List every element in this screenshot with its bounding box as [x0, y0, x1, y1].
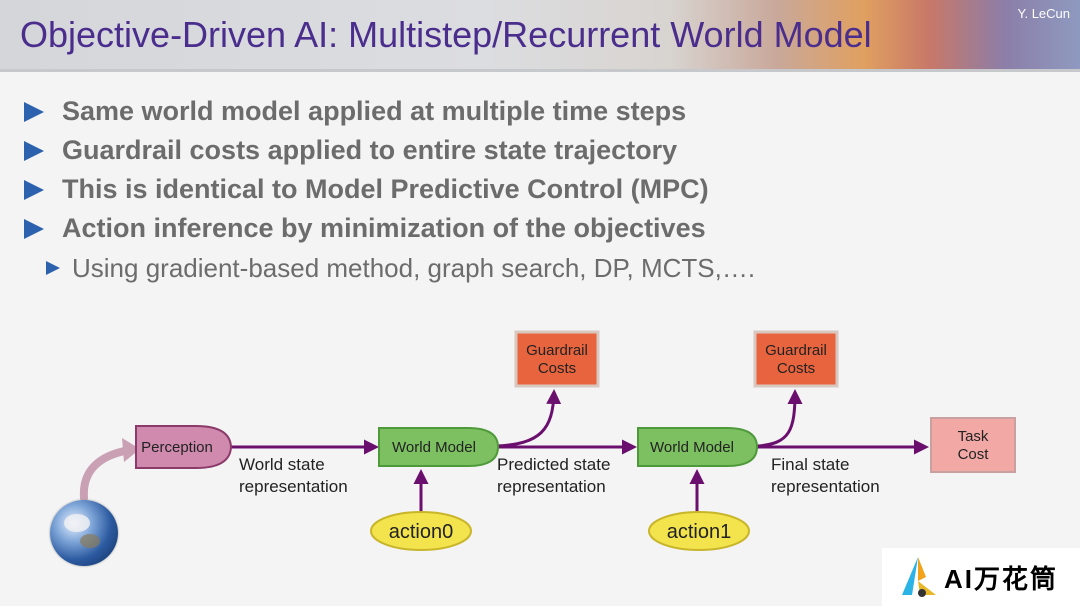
bullet-arrow-icon	[24, 218, 44, 239]
world-model-1-label: World Model	[392, 439, 476, 456]
final-state-label-line2: representation	[771, 477, 880, 496]
slide-title: Objective-Driven AI: Multistep/Recurrent…	[20, 14, 872, 55]
guardrail-2-label-line2: Costs	[777, 360, 815, 377]
predicted-state-label-line1: Predicted state	[497, 455, 610, 474]
bullet-arrow-icon	[24, 140, 44, 161]
bullet-text: Same world model applied at multiple tim…	[62, 96, 687, 126]
guardrail-costs-2-node	[753, 330, 839, 388]
task-cost-node	[930, 417, 1016, 473]
action0-node	[370, 511, 472, 551]
earth-to-perception-arrow	[79, 446, 134, 502]
bullet-item: Guardrail costs applied to entire state …	[24, 131, 755, 170]
bullet-text: Guardrail costs applied to entire state …	[62, 135, 678, 165]
guardrail-1-label-line1: Guardrail	[526, 342, 588, 359]
predicted-state-label-line2: representation	[497, 477, 606, 496]
bullet-arrow-icon	[24, 179, 44, 200]
earth-globe-icon	[50, 500, 118, 566]
task-cost-label-line1: Task	[958, 428, 989, 445]
watermark: AI万花筒	[882, 548, 1080, 606]
bullet-text: Action inference by minimization of the …	[62, 213, 706, 243]
wm1-to-guardrail1-arrow	[496, 389, 562, 448]
sub-bullet-text: Using gradient-based method, graph searc…	[72, 252, 756, 283]
bullet-text: This is identical to Model Predictive Co…	[62, 174, 709, 204]
bullet-item: This is identical to Model Predictive Co…	[24, 170, 755, 209]
action1-node	[648, 511, 750, 551]
world-model-2-node	[637, 427, 759, 467]
slide-header: Objective-Driven AI: Multistep/Recurrent…	[0, 0, 1080, 72]
author-label: Y. LeCun	[1017, 6, 1070, 21]
watermark-text: AI万花筒	[944, 563, 1059, 594]
action1-label: action1	[667, 521, 732, 543]
world-model-2-label: World Model	[650, 439, 734, 456]
sub-bullet-item: Using gradient-based method, graph searc…	[46, 248, 755, 288]
wm2-to-guardrail2-arrow	[756, 389, 803, 448]
perception-node	[135, 425, 233, 469]
bullet-item: Action inference by minimization of the …	[24, 209, 755, 248]
bullet-item: Same world model applied at multiple tim…	[24, 92, 755, 131]
world-state-label-line2: representation	[239, 477, 348, 496]
perception-label: Perception	[141, 439, 213, 456]
bullet-list: Same world model applied at multiple tim…	[24, 92, 755, 288]
world-model-1-node	[378, 427, 500, 467]
guardrail-1-label-line2: Costs	[538, 360, 576, 377]
world-state-label-line1: World state	[239, 455, 325, 474]
kaleidoscope-logo-icon	[900, 555, 938, 599]
earth-arrow-head	[122, 438, 140, 462]
guardrail-costs-1-node	[514, 330, 600, 388]
final-state-label-line1: Final state	[771, 455, 849, 474]
sub-bullet-arrow-icon	[46, 261, 60, 275]
guardrail-2-label-line1: Guardrail	[765, 342, 827, 359]
action0-label: action0	[389, 521, 454, 543]
task-cost-label-line2: Cost	[958, 446, 990, 463]
bullet-arrow-icon	[24, 101, 44, 122]
